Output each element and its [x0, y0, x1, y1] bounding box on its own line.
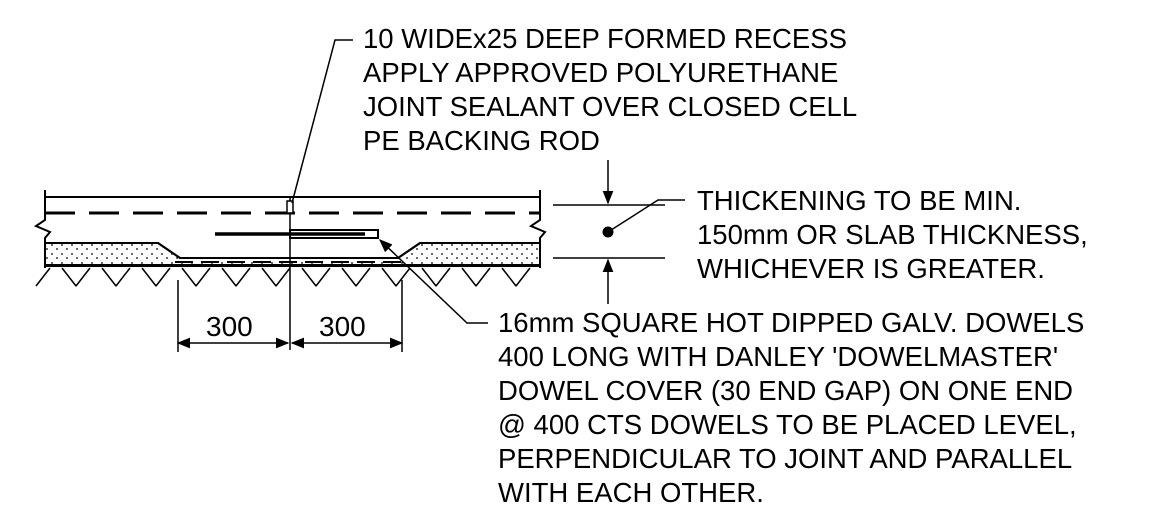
dowel-note-line-3: DOWEL COVER (30 END GAP) ON ONE END — [498, 375, 1073, 406]
dimension-right-label: 300 — [319, 311, 366, 342]
thickening-note-line-1: THICKENING TO BE MIN. — [697, 185, 1021, 216]
recess-note-line-4: PE BACKING ROD — [363, 125, 600, 156]
natural-ground — [35, 265, 540, 287]
recess-note-leader — [291, 39, 353, 204]
dowel-note-line-5: PERPENDICULAR TO JOINT AND PARALLEL — [498, 443, 1072, 474]
recess-note-line-3: JOINT SEALANT OVER CLOSED CELL — [363, 91, 857, 122]
recess-note-line-2: APPLY APPROVED POLYURETHANE — [363, 57, 838, 88]
thickening-note: THICKENING TO BE MIN. 150mm OR SLAB THIC… — [697, 185, 1088, 284]
thickness-dimension — [553, 160, 665, 304]
sealant-recess — [286, 200, 294, 214]
thickening-note-leader — [607, 199, 685, 233]
dowel-note-line-4: @ 400 CTS DOWELS TO BE PLACED LEVEL, — [498, 409, 1077, 440]
dowel-note-line-2: 400 LONG WITH DANLEY 'DOWELMASTER' — [498, 341, 1058, 372]
dowel-note-leader — [379, 239, 488, 324]
thickening-profile — [45, 242, 540, 259]
dimension-left-label: 300 — [206, 311, 253, 342]
dowel-cover-sleeve — [289, 229, 379, 239]
recess-note: 10 WIDEx25 DEEP FORMED RECESS APPLY APPR… — [363, 23, 857, 156]
recess-note-line-1: 10 WIDEx25 DEEP FORMED RECESS — [363, 23, 847, 54]
dowel-note-line-6: WITH EACH OTHER. — [498, 477, 764, 508]
dowel-note: 16mm SQUARE HOT DIPPED GALV. DOWELS 400 … — [498, 307, 1084, 508]
dowel-note-line-1: 16mm SQUARE HOT DIPPED GALV. DOWELS — [498, 307, 1084, 338]
thickening-note-line-3: WHICHEVER IS GREATER. — [697, 253, 1045, 284]
thickening-note-line-2: 150mm OR SLAB THICKNESS, — [697, 219, 1088, 250]
dimension-line — [176, 280, 404, 352]
